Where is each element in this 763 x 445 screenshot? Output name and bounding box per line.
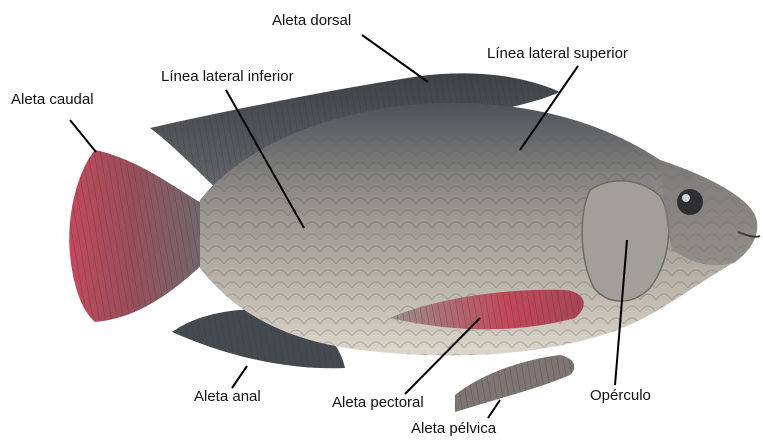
label-aleta-pectoral: Aleta pectoral bbox=[332, 394, 424, 412]
label-linea-lateral-superior: Línea lateral superior bbox=[487, 45, 628, 63]
leader-line-aleta-dorsal bbox=[362, 35, 428, 82]
fish-head bbox=[660, 160, 760, 265]
leader-line-aleta-pelvica bbox=[488, 400, 500, 418]
pelvic-fin bbox=[455, 355, 574, 412]
label-aleta-dorsal: Aleta dorsal bbox=[272, 12, 351, 30]
label-aleta-caudal: Aleta caudal bbox=[11, 91, 94, 109]
eye-icon bbox=[677, 189, 703, 215]
label-aleta-anal: Aleta anal bbox=[194, 388, 261, 406]
leader-line-aleta-caudal bbox=[70, 120, 96, 152]
leader-line-aleta-anal bbox=[232, 366, 247, 388]
label-operculo: Opérculo bbox=[590, 387, 651, 405]
label-aleta-pelvica: Aleta pélvica bbox=[411, 420, 496, 438]
caudal-fin bbox=[69, 150, 205, 322]
label-linea-lateral-inferior: Línea lateral inferior bbox=[161, 68, 294, 86]
